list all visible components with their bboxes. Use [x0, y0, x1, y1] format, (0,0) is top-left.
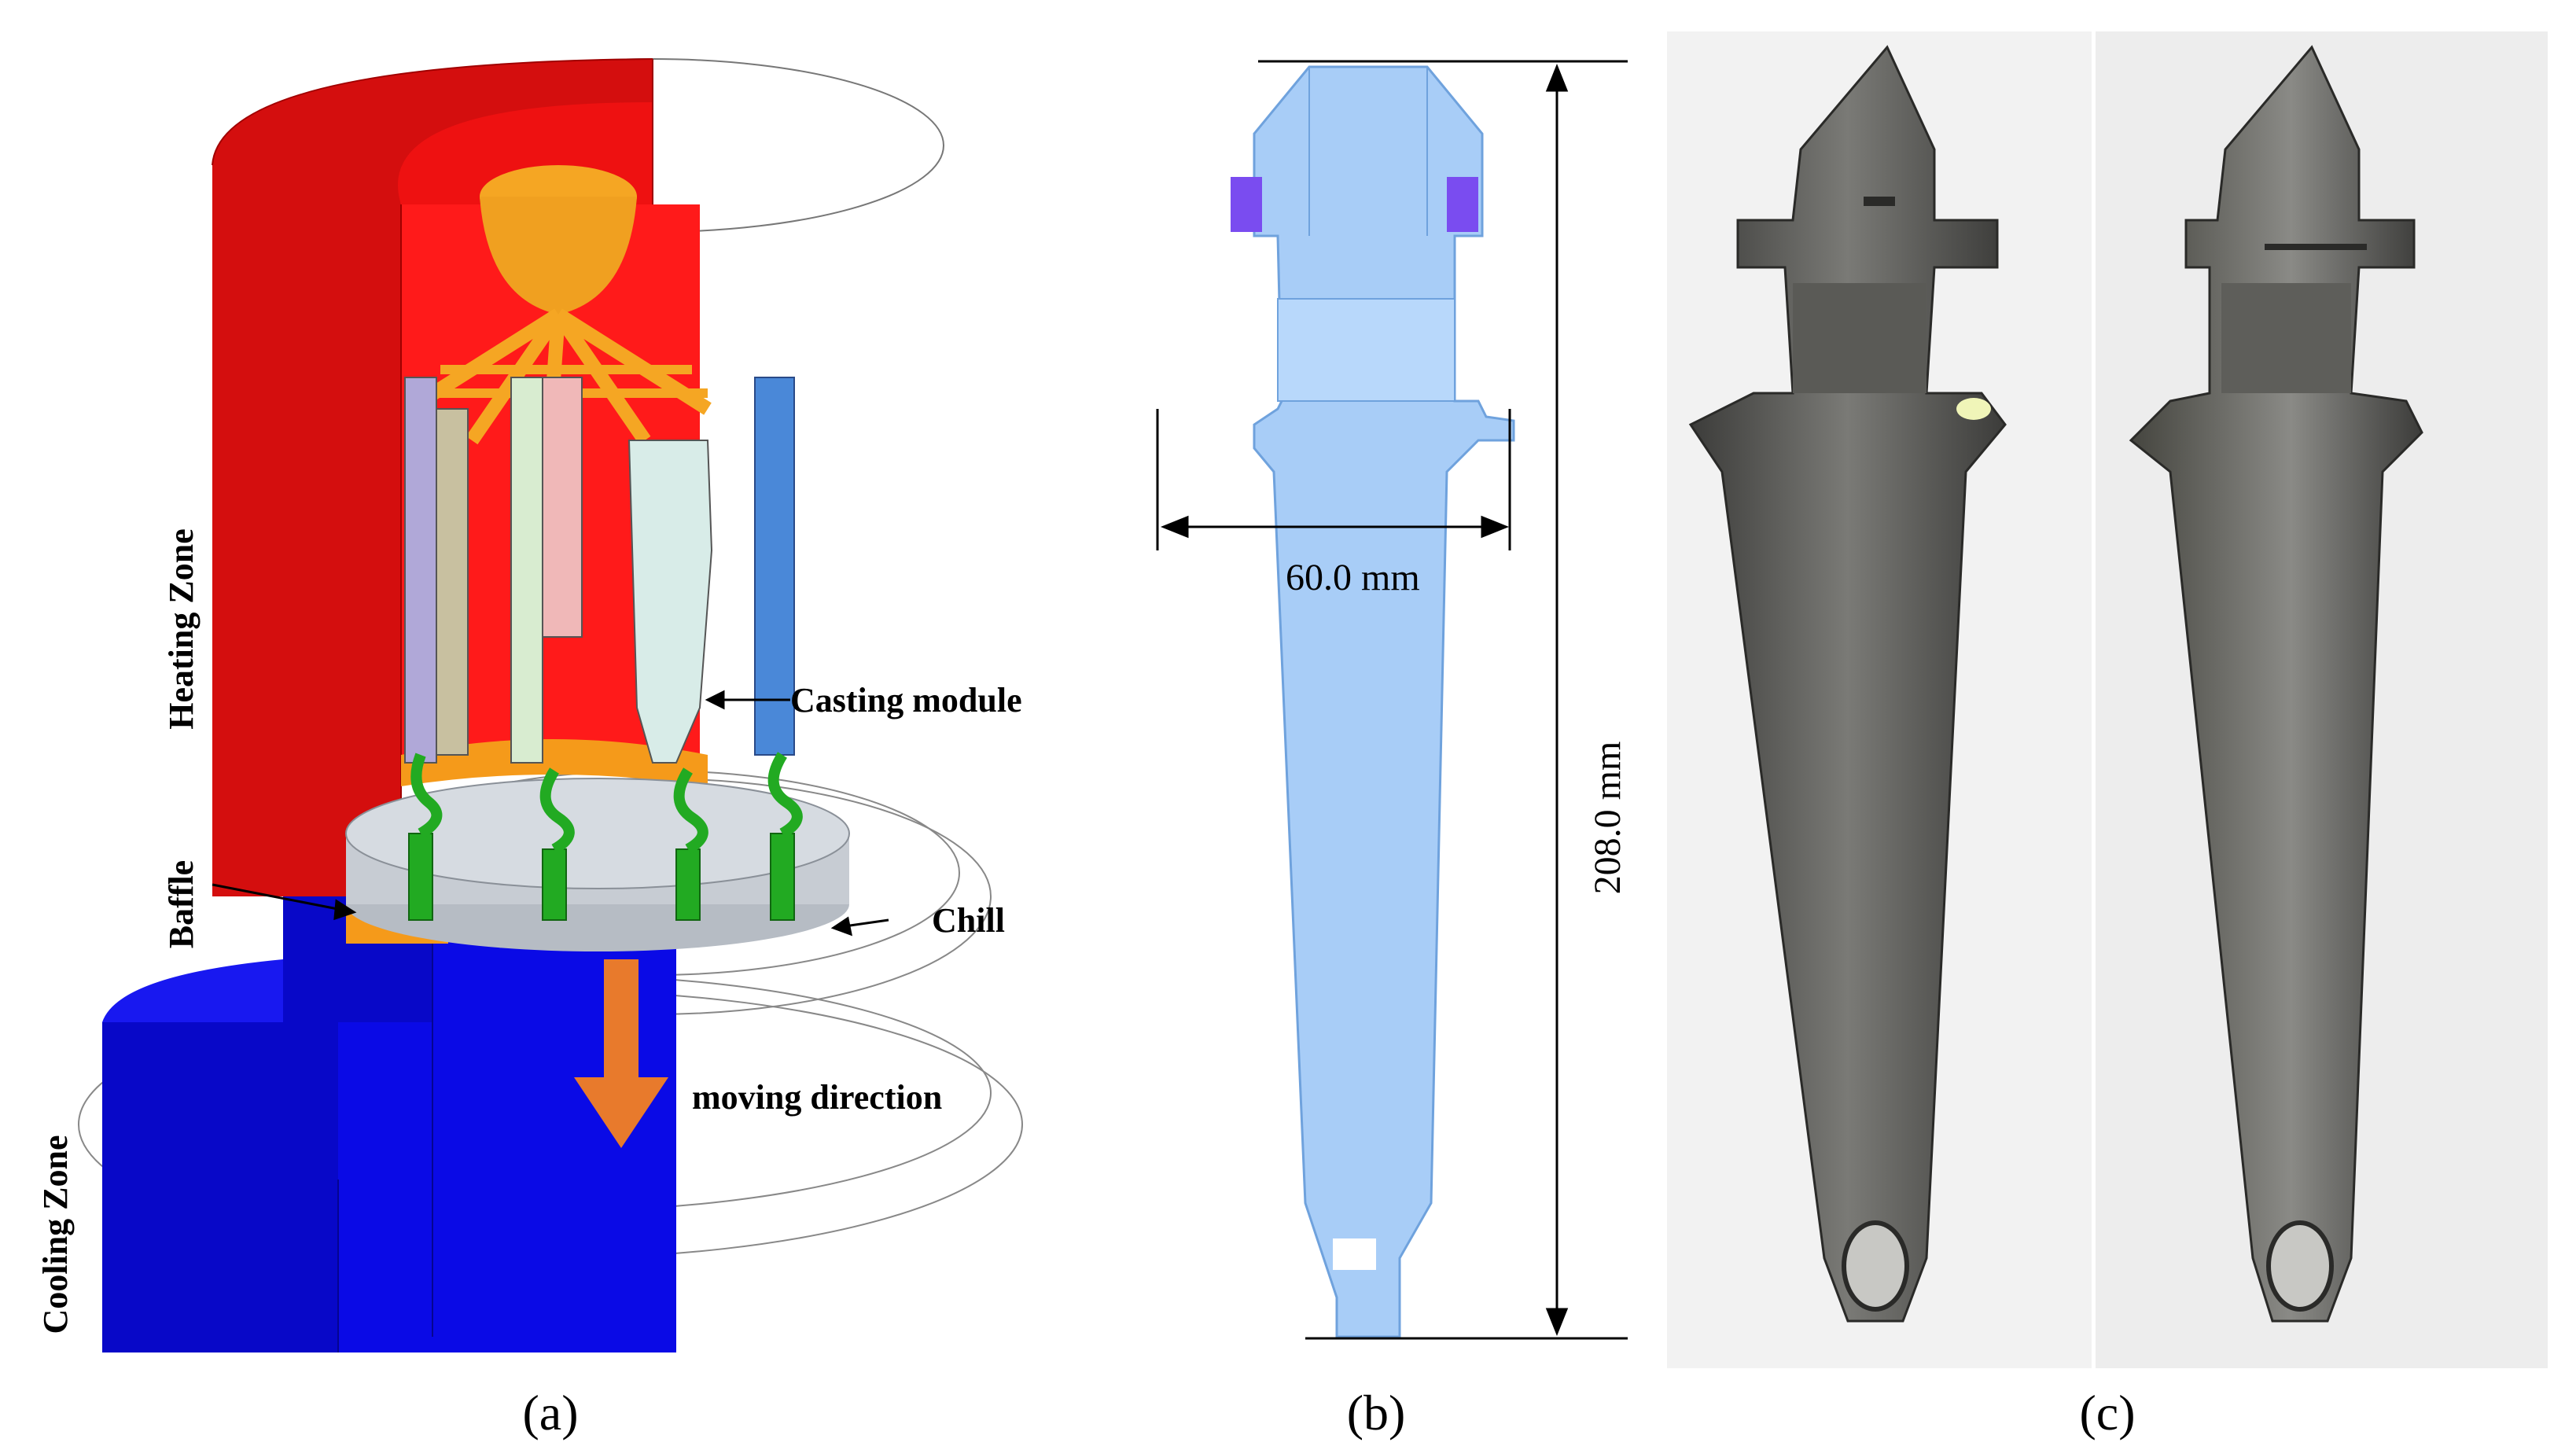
panel-b-blade-drawing: 60.0 mm 208.0 mm — [1117, 0, 1683, 1368]
width-dimension-label: 60.0 mm — [1286, 557, 1420, 598]
height-dimension-label: 208.0 mm — [1587, 742, 1628, 895]
root-window — [1333, 1238, 1376, 1270]
heating-zone-label: Heating Zone — [162, 528, 201, 729]
chill-label: Chill — [932, 901, 1005, 940]
grain-selectors — [408, 752, 803, 921]
left-tab — [1231, 177, 1262, 232]
right-tab — [1447, 177, 1478, 232]
caption-c: (c) — [2079, 1385, 2136, 1441]
leader-arrows — [212, 690, 889, 937]
module-4 — [542, 377, 583, 638]
pouring-cup — [405, 165, 712, 445]
cooling-zone-label: Cooling Zone — [36, 1135, 75, 1334]
casting-module-label: Casting module — [790, 681, 1022, 719]
cast-blade-2 — [2129, 45, 2423, 1323]
module-1 — [404, 377, 437, 764]
caption-b: (b) — [1346, 1385, 1406, 1441]
blade-drawing-svg: 60.0 mm 208.0 mm — [1156, 60, 1628, 1340]
caption-a: (a) — [522, 1385, 579, 1441]
moving-direction-arrow — [574, 959, 668, 1148]
module-3 — [510, 377, 543, 764]
cooling-zone — [102, 896, 676, 1352]
panel-a-furnace-diagram: Heating Zone Baffle Cooling Zone Casting… — [0, 0, 1101, 1368]
module-6 — [754, 377, 795, 756]
furnace-svg: Heating Zone Baffle Cooling Zone Casting… — [36, 58, 1023, 1352]
panel-c-cast-blade-photos — [1667, 31, 2548, 1368]
baffle-label: Baffle — [162, 860, 201, 948]
module-2 — [436, 408, 469, 756]
module-5-blade — [627, 440, 713, 764]
moving-direction-label: moving direction — [692, 1078, 942, 1117]
dimension-lines — [1156, 60, 1628, 1340]
photo-svg — [1667, 31, 2548, 1368]
cast-blade-1 — [1688, 45, 2007, 1323]
casting-modules — [404, 377, 795, 764]
blade-body — [1253, 65, 1515, 1338]
blade-platform-band — [1277, 298, 1455, 402]
